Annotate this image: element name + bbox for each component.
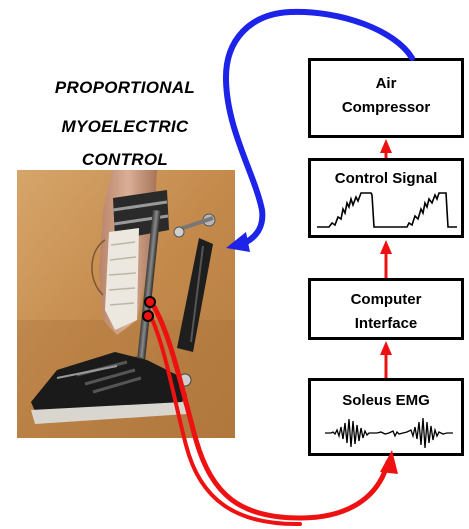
control-signal-label: Control Signal: [334, 170, 438, 187]
air-compressor-label-line1: Air: [375, 75, 397, 92]
air-compressor-block: Air Compressor: [308, 58, 464, 138]
control-signal-waveform-icon: [317, 192, 457, 228]
red-arrow-comp-to-ctrl: [380, 240, 392, 278]
red-emg-wires: [147, 297, 398, 527]
pneumatic-muscle: [177, 238, 213, 352]
red-arrow-ctrl-to-air: [380, 139, 392, 158]
orthosis-photo: [17, 170, 235, 438]
title-line-3: CONTROL: [81, 150, 169, 169]
shoe-shape: [31, 352, 187, 416]
blue-air-line: [222, 8, 415, 252]
air-compressor-label-line2: Compressor: [341, 99, 431, 116]
soleus-emg-block: Soleus EMG: [308, 378, 464, 456]
computer-interface-label-line1: Computer: [350, 291, 422, 308]
computer-interface-block: Computer Interface: [308, 278, 464, 340]
emg-signal-trace-icon: [325, 417, 453, 449]
soleus-emg-label: Soleus EMG: [342, 392, 430, 409]
control-signal-block: Control Signal: [308, 158, 464, 238]
emg-electrodes: [142, 296, 156, 322]
red-arrow-emg-to-comp: [380, 341, 392, 378]
title-line-1: PROPORTIONAL: [54, 78, 196, 97]
computer-interface-label-line2: Interface: [354, 315, 418, 332]
title-line-2: MYOELECTRIC: [61, 117, 189, 136]
